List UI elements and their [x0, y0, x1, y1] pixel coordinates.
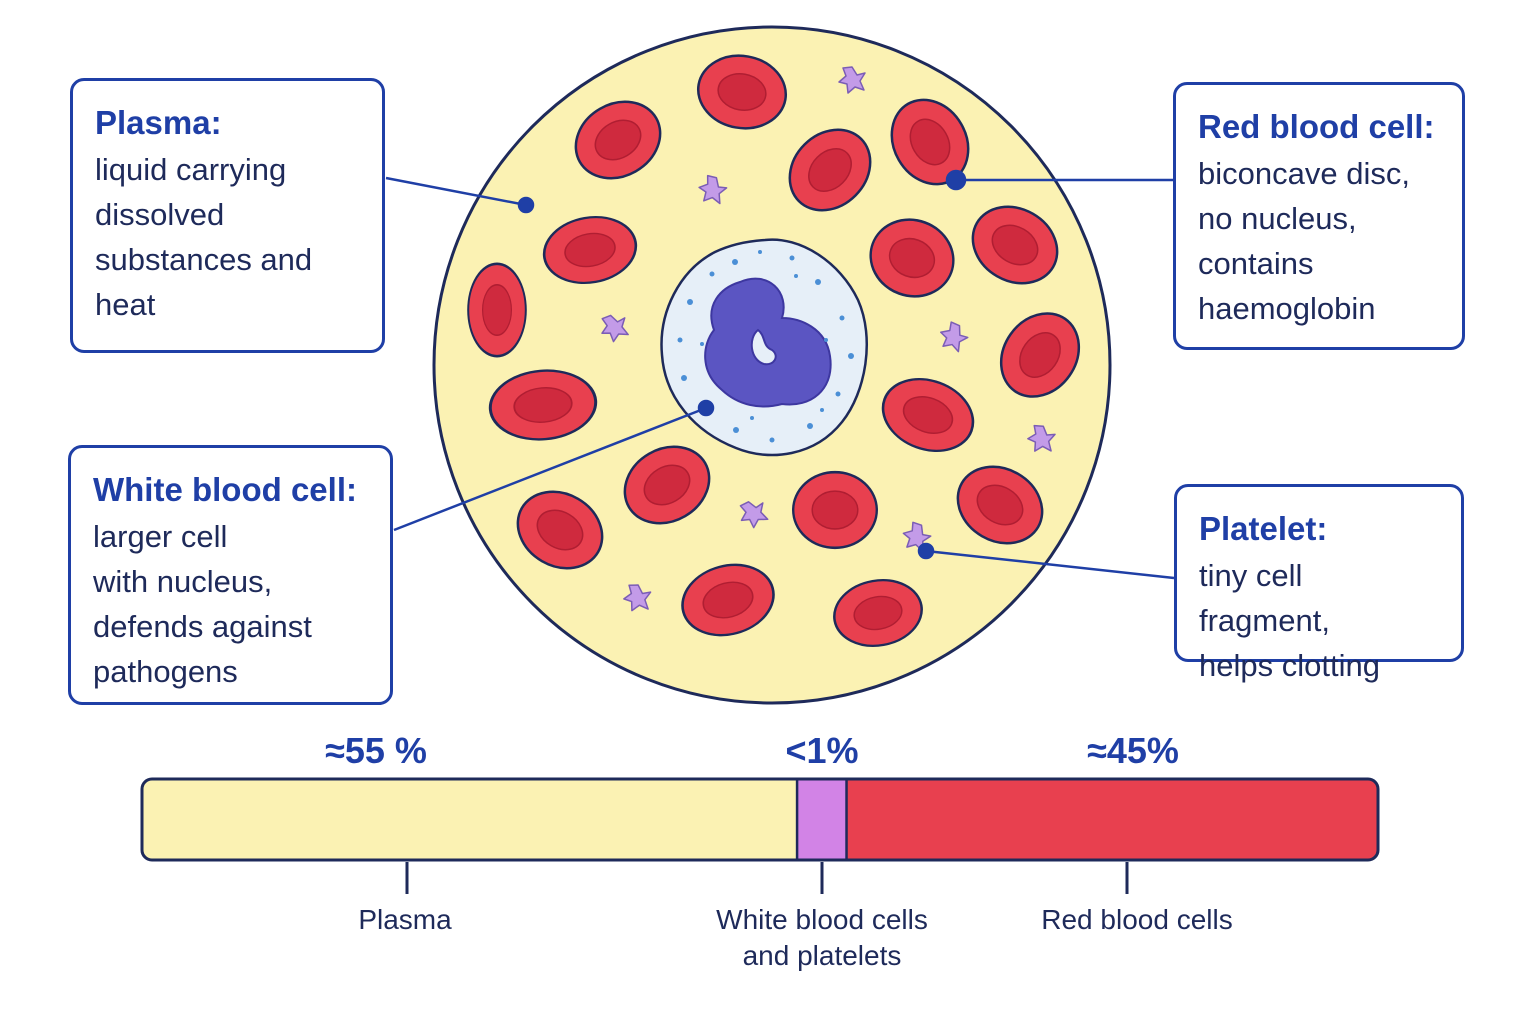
bar-segment-plasma	[142, 779, 798, 860]
callout-title: Platelet:	[1199, 510, 1328, 547]
callout-text: biconcave disc, no nucleus, contains hae…	[1198, 156, 1410, 326]
platelet-marker	[917, 542, 935, 560]
bar-label-wbc-platelets: White blood cells and platelets	[716, 904, 928, 971]
percent-plasma: ≈55 %	[325, 730, 427, 771]
white-blood-cell	[660, 238, 868, 457]
callout-platelet: Platelet: tiny cell fragment, helps clot…	[1174, 484, 1464, 683]
rbc-marker	[945, 169, 967, 191]
red-blood-cell	[791, 470, 879, 550]
callout-title: White blood cell:	[93, 471, 357, 508]
callout-white-blood-cell: White blood cell: larger cell with nucle…	[68, 445, 393, 705]
callout-text: larger cell with nucleus, defends agains…	[93, 519, 312, 689]
wbc-marker	[697, 399, 715, 417]
callout-text: tiny cell fragment, helps clotting	[1199, 558, 1380, 683]
wbc-nucleus	[704, 277, 832, 408]
percent-wbc-platelets: <1%	[785, 730, 859, 771]
bar-label-rbc: Red blood cells	[1041, 904, 1233, 935]
callout-red-blood-cell: Red blood cell: biconcave disc, no nucle…	[1173, 82, 1465, 350]
bar-segment-rbc	[846, 779, 1378, 860]
bar-ticks	[405, 862, 1129, 894]
plasma-marker	[517, 196, 535, 214]
callout-plasma: Plasma: liquid carrying dissolved substa…	[70, 78, 385, 353]
percent-rbc: ≈45%	[1087, 730, 1179, 771]
bar-label-plasma: Plasma	[358, 904, 452, 935]
callout-title: Red blood cell:	[1198, 108, 1435, 145]
bar-segment-wbc-platelets	[797, 779, 847, 860]
composition-bar	[140, 777, 1380, 894]
wbc-cytoplasm	[660, 238, 868, 457]
callout-text: liquid carrying dissolved substances and…	[95, 152, 313, 322]
callout-title: Plasma:	[95, 104, 222, 141]
red-blood-cell	[466, 262, 528, 358]
leader-lines	[385, 169, 1175, 580]
